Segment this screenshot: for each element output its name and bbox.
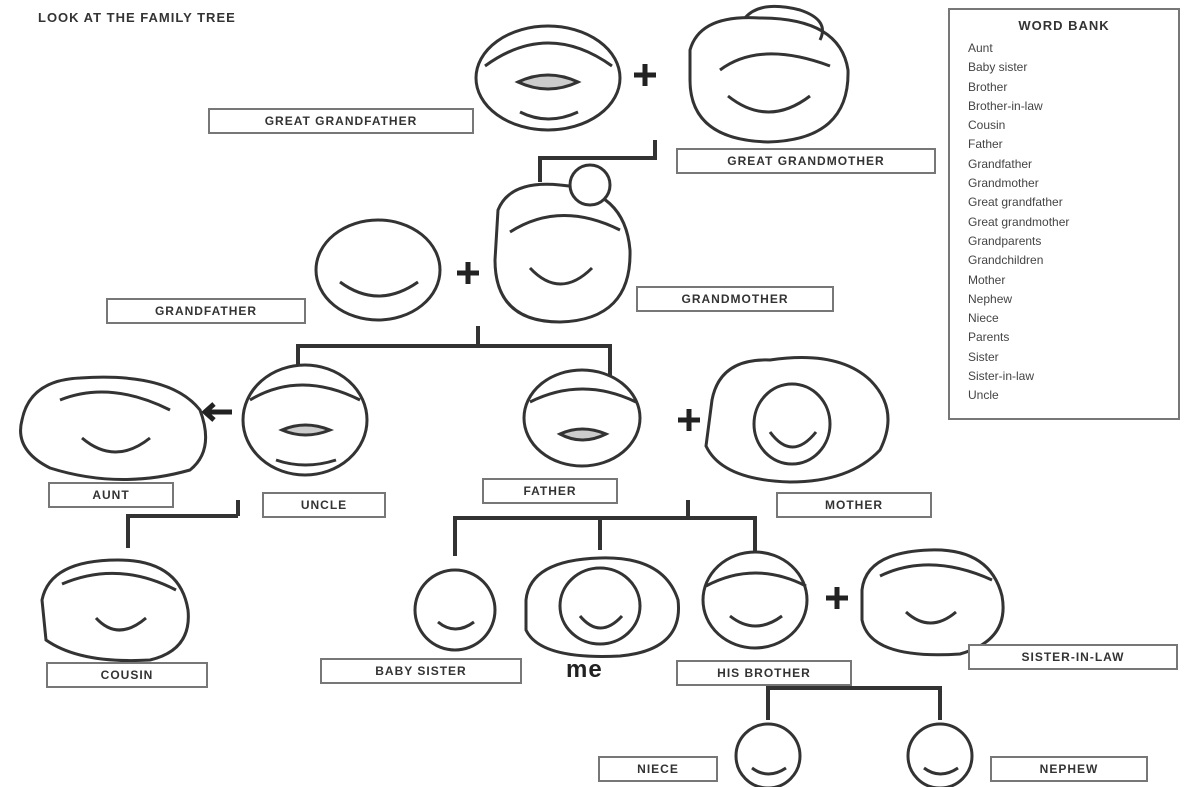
plus-sign-icon xyxy=(457,262,479,284)
label-uncle: UNCLE xyxy=(262,492,386,518)
word-bank-item: Brother-in-law xyxy=(968,98,1043,113)
connector-children-of-brother xyxy=(766,686,942,720)
word-bank-item: Uncle xyxy=(968,388,999,403)
connector-great-grandparents xyxy=(538,140,657,182)
word-bank-item: Grandparents xyxy=(968,233,1042,248)
label-nephew: NEPHEW xyxy=(990,756,1148,782)
word-bank-item: Nephew xyxy=(968,291,1013,306)
connector-cousin xyxy=(126,514,238,548)
word-bank-title: WORD BANK xyxy=(1018,18,1110,33)
faces xyxy=(19,4,1005,787)
label-cousin: COUSIN xyxy=(46,662,208,688)
plus-sign-icon xyxy=(678,409,700,431)
label-mother: MOTHER xyxy=(776,492,932,518)
grandmother-face-icon xyxy=(493,163,632,324)
his-brother-face-icon xyxy=(701,550,809,650)
label-aunt: AUNT xyxy=(48,482,174,508)
worksheet-title: LOOK AT THE FAMILY TREE xyxy=(38,10,236,25)
label-great-grandfather: GREAT GRANDFATHER xyxy=(208,108,474,134)
word-bank-item: Sister xyxy=(968,349,999,364)
grandfather-face-icon xyxy=(314,218,442,322)
plus-signs xyxy=(201,64,848,609)
word-bank-item: Mother xyxy=(968,272,1006,287)
connector-parents-branch xyxy=(453,516,757,556)
me-face-icon xyxy=(524,556,681,658)
great-grandmother-face-icon xyxy=(688,4,850,144)
mother-face-icon xyxy=(704,356,890,484)
word-bank-item: Aunt xyxy=(968,41,993,55)
label-father: FATHER xyxy=(482,478,618,504)
word-bank-item: Niece xyxy=(968,311,999,326)
word-bank-item: Baby sister xyxy=(968,60,1028,75)
label-great-grandmother: GREAT GRANDMOTHER xyxy=(676,148,936,174)
great-grandfather-face-icon xyxy=(474,24,622,132)
word-bank-item: Grandfather xyxy=(968,156,1033,171)
niece-face-icon xyxy=(734,722,802,787)
cousin-face-icon xyxy=(40,558,190,663)
word-bank-item: Parents xyxy=(968,330,1010,345)
label-grandmother: GRANDMOTHER xyxy=(636,286,834,312)
baby-sister-face-icon xyxy=(413,568,497,652)
word-bank-item: Cousin xyxy=(968,118,1006,133)
nephew-face-icon xyxy=(906,722,974,787)
plus-sign-icon xyxy=(634,64,656,86)
word-bank-item: Sister-in-law xyxy=(968,369,1035,384)
word-bank-item: Great grandmother xyxy=(968,214,1070,229)
word-bank-item: Grandmother xyxy=(968,176,1039,191)
label-sister-in-law: SISTER-IN-LAW xyxy=(968,644,1178,670)
label-grandfather: GRANDFATHER xyxy=(106,298,306,324)
connector-grandparents-branch xyxy=(296,344,612,380)
arrow-left-icon xyxy=(201,402,232,422)
word-bank-item: Great grandfather xyxy=(968,195,1063,210)
aunt-face-icon xyxy=(19,375,208,482)
word-bank-item: Grandchildren xyxy=(968,253,1044,268)
sister-in-law-face-icon xyxy=(860,548,1005,657)
plus-sign-icon xyxy=(826,587,848,609)
father-face-icon xyxy=(522,368,642,468)
word-bank-item: Father xyxy=(968,137,1003,152)
label-baby-sister: BABY SISTER xyxy=(320,658,522,684)
label-his-brother: HIS BROTHER xyxy=(676,660,852,686)
label-niece: NIECE xyxy=(598,756,718,782)
label-me: me xyxy=(566,656,603,683)
word-bank-item: Brother xyxy=(968,79,1008,94)
uncle-face-icon xyxy=(241,363,369,477)
